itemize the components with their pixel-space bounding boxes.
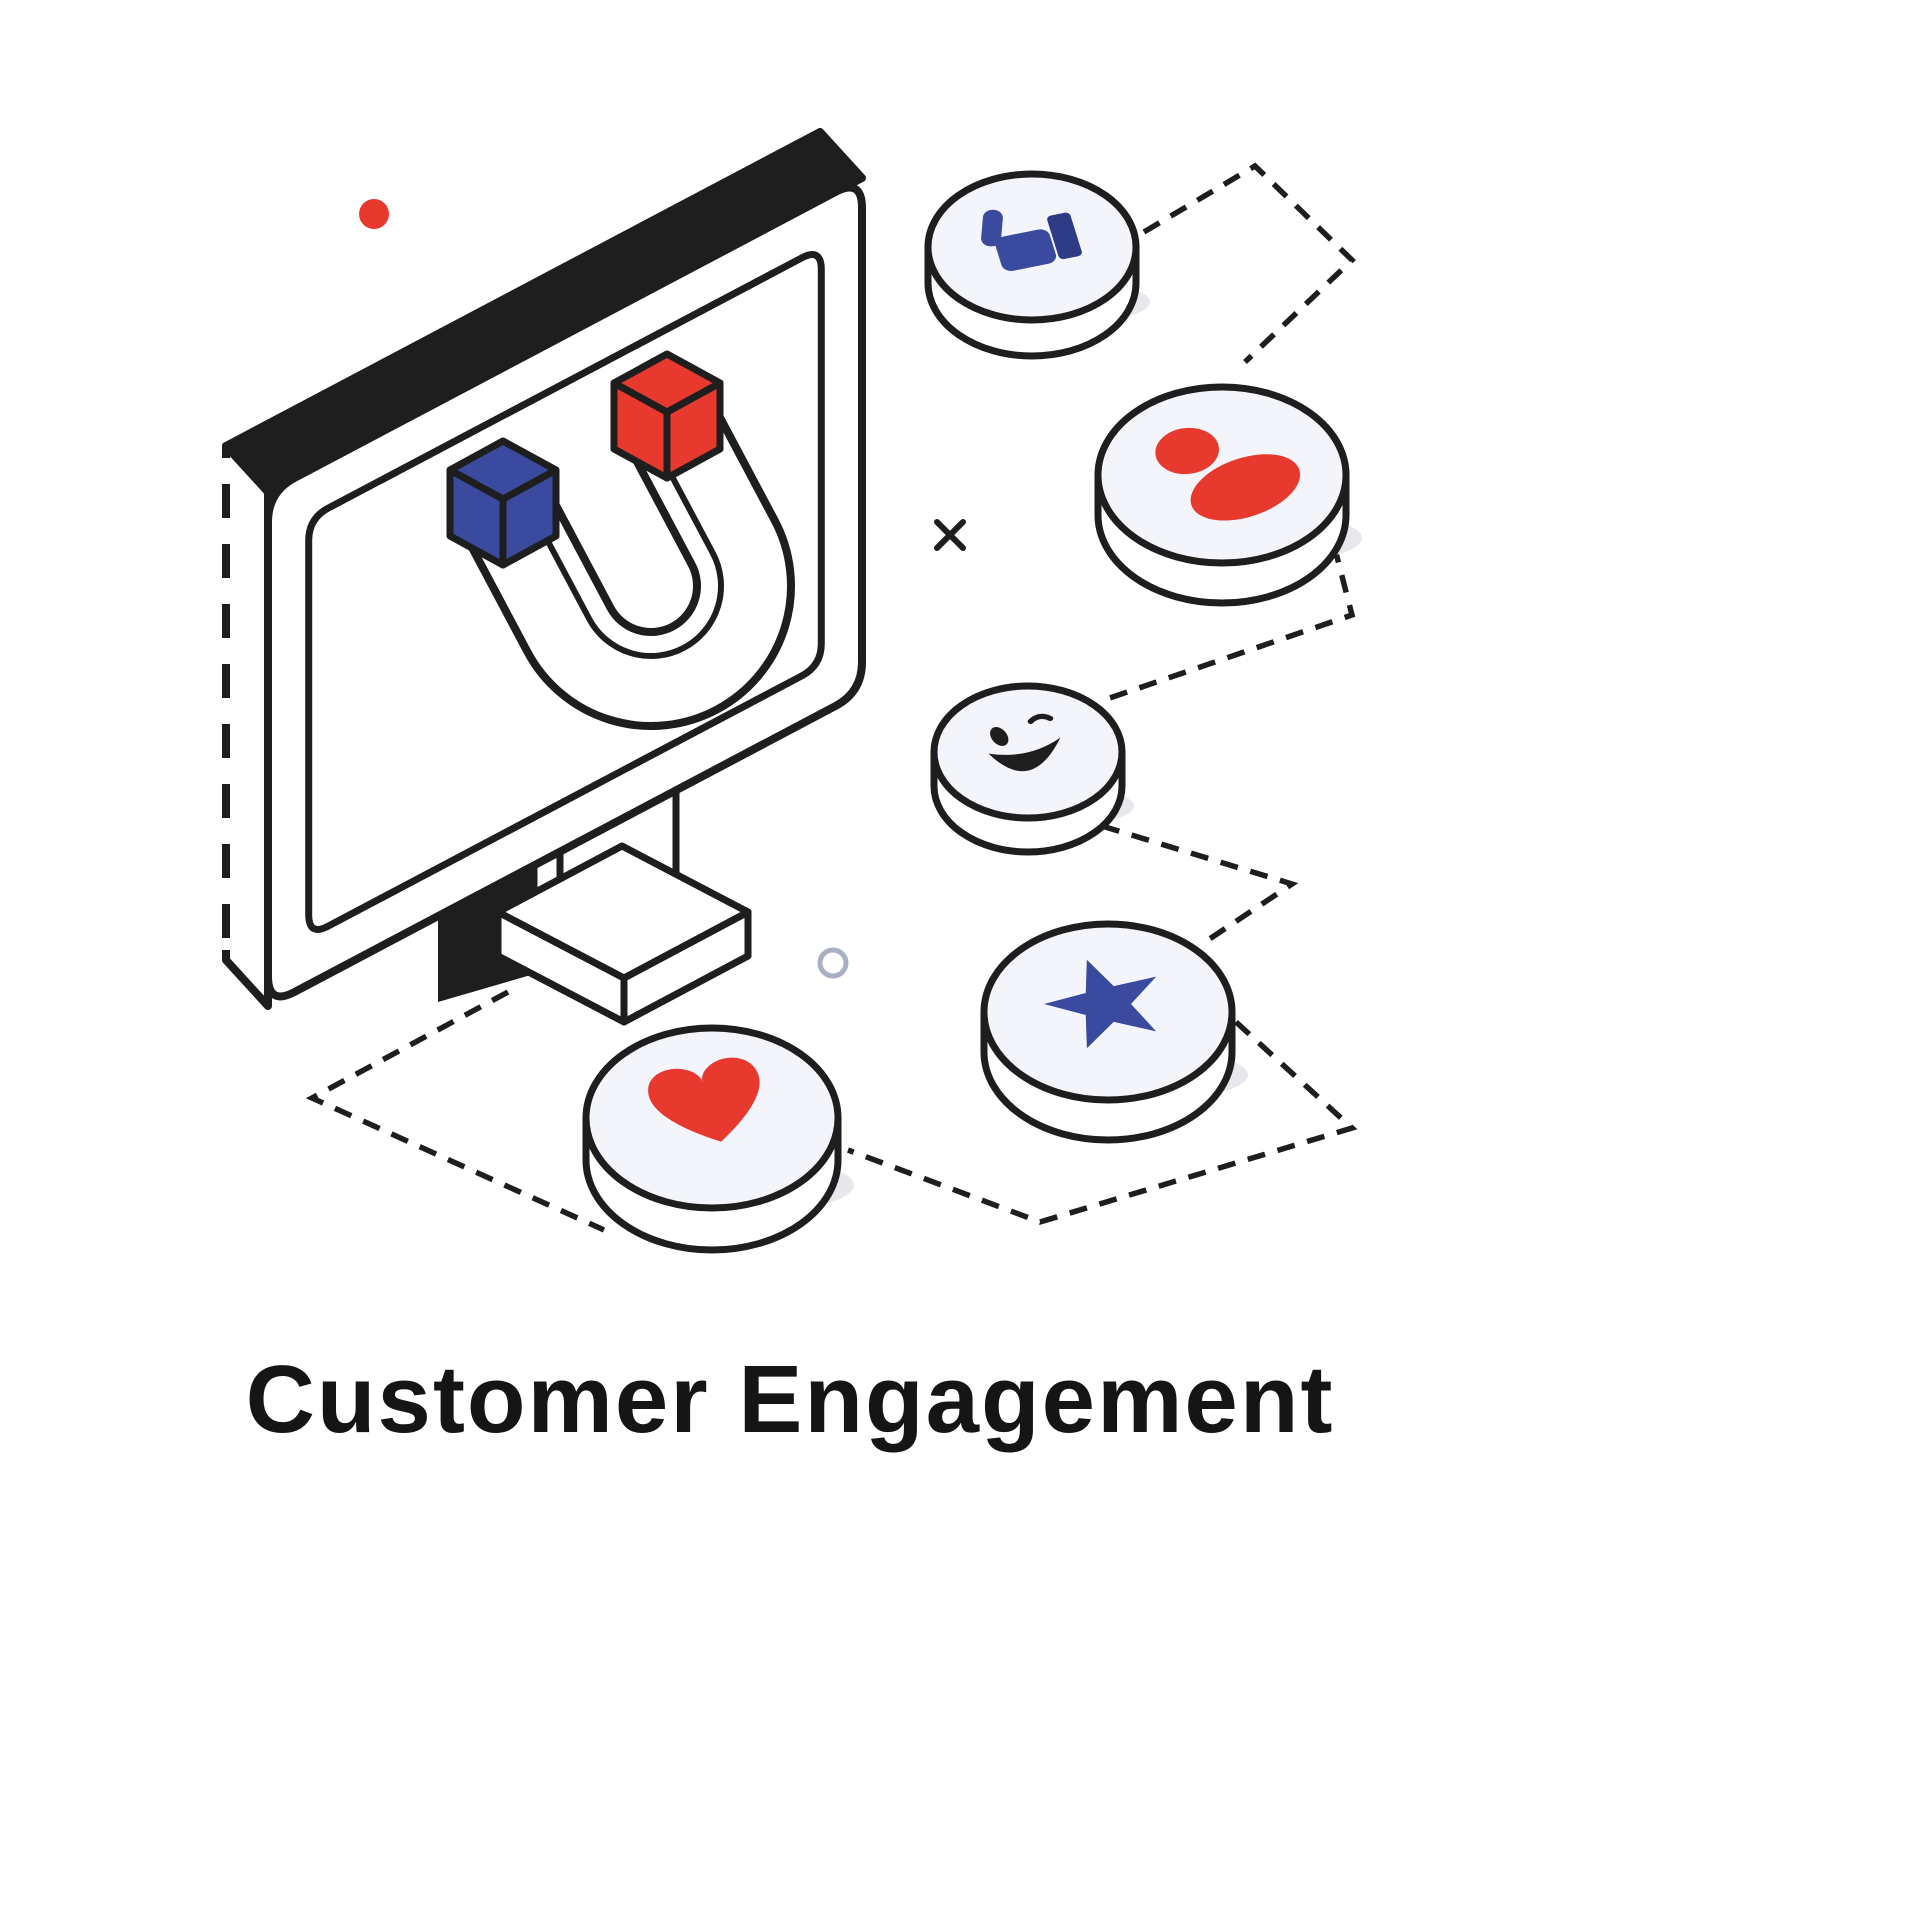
monitor xyxy=(220,128,866,1010)
stand-base-top xyxy=(494,842,752,982)
connector-line xyxy=(1101,823,1299,947)
thumbs-up-icon xyxy=(981,209,1082,272)
smiley-icon xyxy=(988,713,1061,772)
user-icon xyxy=(1155,427,1301,521)
caption: Customer Engagement xyxy=(246,1346,1335,1453)
disc-top xyxy=(930,682,1126,822)
ring-dot xyxy=(817,947,849,979)
decorations xyxy=(359,199,966,979)
connector-line xyxy=(305,989,606,1233)
magnet-body xyxy=(457,392,795,730)
monitor-left-surface xyxy=(222,442,272,1010)
magnet-icon xyxy=(446,350,795,730)
magnet-contour xyxy=(520,426,724,659)
star-icon xyxy=(1043,959,1157,1049)
red-dot xyxy=(359,199,389,229)
disc-user xyxy=(1094,383,1362,607)
disc-thumbs-up xyxy=(924,170,1150,360)
dashed-connectors xyxy=(305,162,1358,1233)
magnet-pole-red xyxy=(610,350,724,482)
connector-line xyxy=(1103,544,1356,703)
magnet-pole-blue xyxy=(446,437,560,569)
disc-star xyxy=(980,920,1248,1144)
heart-icon xyxy=(648,1057,760,1142)
disc-heart xyxy=(582,1024,854,1254)
disc-smiley xyxy=(930,682,1134,856)
connector-line xyxy=(847,1019,1358,1225)
connector-line xyxy=(1142,162,1356,364)
x-mark xyxy=(934,519,966,551)
